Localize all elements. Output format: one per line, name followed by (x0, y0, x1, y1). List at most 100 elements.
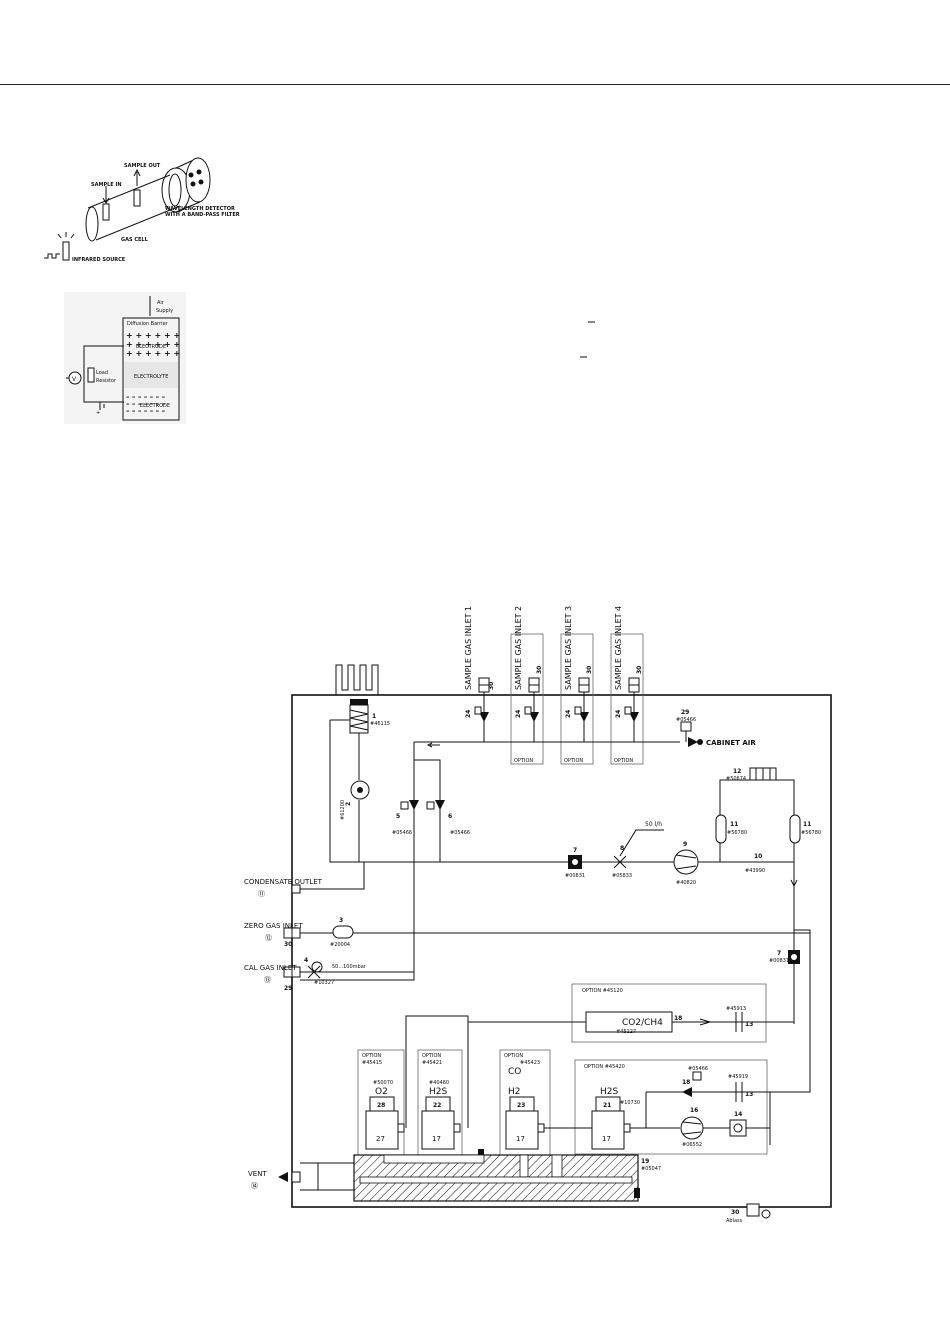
part-7b-num: 7 (777, 950, 781, 957)
svg-text:O2: O2 (375, 1087, 388, 1097)
svg-text:– – – – – – –: – – – – – – – (126, 393, 166, 401)
co-sensor: CO H2 23 17 (505, 1067, 545, 1150)
part-16-num: 16 (690, 1107, 698, 1114)
part-7a-num: 7 (573, 847, 577, 854)
svg-text:#10730: #10730 (620, 1100, 640, 1106)
part-9-code: #40820 (676, 880, 696, 886)
co2-filter-num: 13 (745, 1021, 753, 1028)
part-4-code: #10327 (314, 980, 334, 986)
svg-text:24: 24 (565, 710, 572, 718)
inlet-3-option-label: OPTION (564, 758, 583, 764)
part-30-num: 30 (731, 1209, 739, 1216)
part-5-code: #05466 (392, 830, 412, 836)
sample-gas-inlet-2-label: SAMPLE GAS INLET 2 (514, 606, 523, 690)
detector-label: WAVELENGTH DETECTOR (165, 206, 235, 212)
sample-out-label: SAMPLE OUT (124, 163, 161, 169)
part-12-code: #50674 (726, 776, 746, 782)
part-29-code: #05466 (676, 717, 696, 723)
vent-num: ⑭ (251, 1182, 258, 1190)
sample-in-label: SAMPLE IN (91, 182, 122, 188)
h2s-option-label: OPTION (422, 1053, 441, 1059)
part-1-code: #46115 (370, 721, 390, 727)
part-8-num: 8 (620, 845, 624, 852)
part-3-num: 3 (339, 917, 343, 924)
part-30-code: Ablass (726, 1218, 743, 1224)
h2s-sensor-b: H2S #10730 21 17 (591, 1087, 640, 1150)
svg-text:V: V (72, 376, 77, 383)
cal-port-num: 29 (284, 985, 292, 992)
h2s-sensor-a: #40460 H2S 22 17 (421, 1080, 461, 1150)
inlet-2-num: 30 (536, 666, 543, 674)
cooler-fins (335, 664, 379, 695)
electrode-top-label: ELECTRODE (136, 344, 166, 350)
h2s-option-box (574, 1059, 768, 1155)
cal-gas-inlet-label: CAL GAS INLET (244, 964, 297, 972)
svg-text:17: 17 (516, 1135, 525, 1143)
svg-text:23: 23 (517, 1102, 525, 1109)
svg-text:21: 21 (603, 1102, 611, 1109)
zero-gas-filter (332, 925, 354, 939)
svg-text:27: 27 (376, 1135, 385, 1143)
inlet-1-num: 30 (488, 682, 495, 690)
part-2-num: 2 (345, 802, 352, 806)
inlet-2-option-box (510, 633, 544, 765)
gas-cell-label: GAS CELL (121, 237, 149, 243)
cal-gas-num: ⑬ (264, 976, 271, 984)
part-11b-code: #56780 (801, 830, 821, 836)
diffusion-barrier-label: Diffusion Barrier (127, 321, 169, 327)
part-18-num: 18 (682, 1079, 690, 1086)
cabinet-air-label: CABINET AIR (706, 739, 756, 747)
drain (746, 1203, 760, 1217)
svg-text:#40460: #40460 (429, 1080, 449, 1086)
part-29-num: 29 (681, 709, 689, 716)
svg-text:+ + + + + +: + + + + + + (126, 340, 180, 349)
o2-option-label: OPTION (362, 1053, 381, 1059)
part-2-code: #61200 (340, 800, 346, 820)
ndir-gas-cell-figure: SAMPLE IN SAMPLE OUT WAVELENGTH DETECTOR… (44, 157, 240, 263)
sample-gas-inlet-4-label: SAMPLE GAS INLET 4 (614, 606, 623, 690)
co2-sensor-code: #45127 (616, 1029, 636, 1035)
svg-text:– – – – – – –: – – – – – – – (126, 400, 166, 408)
svg-text:H2S: H2S (600, 1087, 618, 1097)
svg-text:H2: H2 (508, 1087, 521, 1097)
part-11a-code: #56780 (727, 830, 747, 836)
gas-flow-schematic: OPTION OPTION OPTION SAMPLE GAS INLET 1 … (244, 606, 832, 1224)
svg-text:17: 17 (432, 1135, 441, 1143)
svg-text:+ + + + + +: + + + + + + (126, 349, 180, 358)
sample-pump (673, 849, 699, 875)
part-12-num: 12 (733, 768, 741, 775)
sample-gas-inlet-3-label: SAMPLE GAS INLET 3 (564, 606, 573, 690)
air-label: Air (157, 300, 165, 306)
svg-text:28: 28 (377, 1102, 385, 1109)
part-6-code: #05466 (450, 830, 470, 836)
part-9-num: 9 (683, 841, 687, 848)
header-rule (0, 84, 950, 85)
part-3-code: #20004 (330, 942, 350, 948)
svg-text:+: + (96, 410, 100, 416)
svg-text:24: 24 (515, 710, 522, 718)
h2s-option-title: OPTION #45420 (584, 1064, 625, 1070)
zero-gas-inlet-label: ZERO GAS INLET (244, 922, 303, 930)
condensate-outlet-label: CONDENSATE OUTLET (244, 878, 323, 886)
svg-text:– – – – – – –: – – – – – – – (126, 407, 166, 415)
h2s-pump (680, 1116, 704, 1140)
h2s-filter-num: 13 (745, 1091, 753, 1098)
part-14-num: 14 (734, 1111, 742, 1118)
load-label: Load (96, 370, 108, 376)
part-7a-code: #00831 (565, 873, 585, 879)
infrared-source-label: INFRARED SOURCE (72, 257, 126, 263)
sample-gas-inlet-1-label: SAMPLE GAS INLET 1 (464, 606, 473, 690)
part-11b-num: 11 (803, 821, 811, 828)
svg-text:22: 22 (433, 1102, 441, 1109)
svg-text:17: 17 (602, 1135, 611, 1143)
part-10-code: #43990 (745, 868, 765, 874)
co-option-code: #45423 (520, 1060, 540, 1066)
detector-label-2: WITH A BAND-PASS FILTER (165, 212, 240, 218)
inlet-4-option-box (610, 633, 644, 765)
resistor-label: Resistor (96, 378, 117, 384)
electrochemical-cell-figure: Air Supply Diffusion Barrier + + + + + +… (64, 292, 186, 424)
h2s-filter-code: #45919 (728, 1074, 748, 1080)
co2-sensor-num: 18 (674, 1015, 682, 1022)
zero-port-num: 30 (284, 941, 292, 948)
svg-text:+ + + + + +: + + + + + + (126, 331, 180, 340)
